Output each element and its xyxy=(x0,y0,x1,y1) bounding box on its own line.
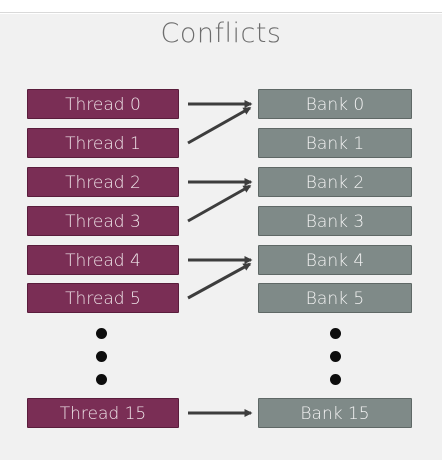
thread-3-box: Thread 3 xyxy=(27,206,179,236)
thread-2-box: Thread 2 xyxy=(27,167,179,197)
thread-5-box: Thread 5 xyxy=(27,283,179,313)
arrow-thread5-bank4 xyxy=(187,262,252,300)
bank-2-box: Bank 2 xyxy=(258,167,412,197)
thread-15-box: Thread 15 xyxy=(27,398,179,428)
bank-ellipsis-dot xyxy=(330,328,341,339)
bank-0-box: Bank 0 xyxy=(258,89,412,119)
arrow-thread3-bank2 xyxy=(187,184,252,223)
slide-title: Conflicts xyxy=(160,18,282,49)
thread-ellipsis-dot xyxy=(96,374,107,385)
bank-3-box: Bank 3 xyxy=(258,206,412,236)
thread-1-box: Thread 1 xyxy=(27,128,179,158)
thread-0-box: Thread 0 xyxy=(27,89,179,119)
thread-ellipsis-dot xyxy=(96,328,107,339)
bank-ellipsis-dot xyxy=(330,374,341,385)
arrow-thread1-bank0 xyxy=(187,106,252,145)
bank-15-box: Bank 15 xyxy=(258,398,412,428)
bank-4-box: Bank 4 xyxy=(258,245,412,275)
bank-5-box: Bank 5 xyxy=(258,283,412,313)
thread-4-box: Thread 4 xyxy=(27,245,179,275)
top-divider xyxy=(0,12,442,13)
bank-1-box: Bank 1 xyxy=(258,128,412,158)
bank-ellipsis-dot xyxy=(330,351,341,362)
thread-ellipsis-dot xyxy=(96,351,107,362)
